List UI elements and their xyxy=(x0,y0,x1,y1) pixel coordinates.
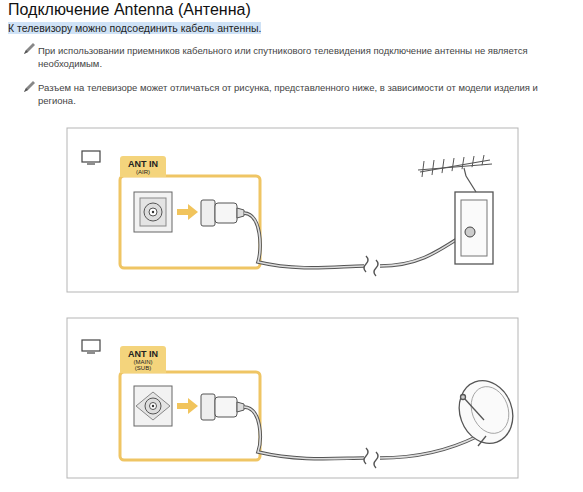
insert-arrow xyxy=(177,204,198,220)
page-title: Подключение Antenna (Антенна) xyxy=(8,1,251,19)
note-text: При использовании приемников кабельного … xyxy=(38,44,543,70)
f-plug xyxy=(201,394,244,420)
note-text: Разъем на телевизоре может отличаться от… xyxy=(38,81,543,107)
tv-icon xyxy=(82,340,100,353)
cable xyxy=(244,407,364,459)
cable-break xyxy=(364,256,378,276)
antenna-element xyxy=(432,160,434,175)
satellite-dish xyxy=(451,373,522,451)
port-closeup xyxy=(120,176,260,268)
antenna-element xyxy=(452,158,454,171)
panel-frame xyxy=(67,128,518,292)
port-label-tab: ANT IN(AIR) xyxy=(120,156,166,177)
satellite-port xyxy=(134,386,172,426)
wall-outlet xyxy=(455,192,493,264)
coax-plug xyxy=(201,200,244,226)
port-label-tab: ANT IN(MAIN)(SUB) xyxy=(120,346,166,373)
port-subname: (MAIN) xyxy=(126,359,160,365)
cable xyxy=(244,213,364,268)
antenna xyxy=(418,160,492,192)
insert-arrow xyxy=(177,398,198,414)
note-icon xyxy=(24,81,35,92)
intro-text: К телевизору можно подсоединить кабель а… xyxy=(8,22,261,34)
port-name: ANT IN xyxy=(126,349,160,359)
cable-break xyxy=(364,448,378,468)
antenna-element xyxy=(442,159,444,173)
panel-frame xyxy=(67,318,518,478)
port-subname: (SUB) xyxy=(126,365,160,371)
antenna-element xyxy=(482,155,484,165)
note-icon xyxy=(24,43,35,54)
port-name: ANT IN xyxy=(126,159,160,169)
port-closeup xyxy=(120,372,260,460)
antenna-element xyxy=(472,156,474,167)
port-subname: (AIR) xyxy=(126,169,160,175)
antenna-port xyxy=(134,192,172,232)
antenna-element xyxy=(462,157,464,169)
antenna-element xyxy=(422,161,424,177)
tv-icon xyxy=(82,151,100,164)
